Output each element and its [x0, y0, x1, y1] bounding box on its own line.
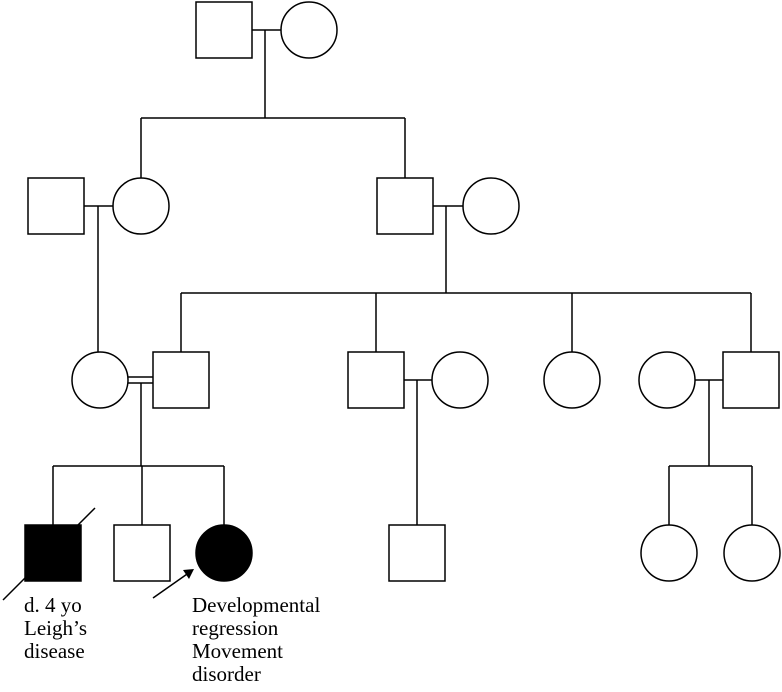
- annotation-line: disease: [24, 639, 85, 663]
- male-symbol: [376, 177, 434, 235]
- male-symbol: [722, 351, 780, 409]
- male-symbol: [195, 1, 253, 59]
- female-symbol: [462, 177, 520, 235]
- deceased-brother-annotation: d. 4 yo Leigh’s disease: [24, 594, 87, 663]
- male-symbol: [347, 351, 405, 409]
- female-symbol: [640, 524, 698, 582]
- female-symbol: [112, 177, 170, 235]
- male-symbol: [27, 177, 85, 235]
- annotation-line: Developmental: [192, 593, 321, 617]
- affected-female-symbol: [195, 524, 253, 582]
- male-symbol: [113, 524, 171, 582]
- female-symbol: [723, 524, 781, 582]
- female-symbol: [280, 1, 338, 59]
- proband-arrowhead: [183, 569, 194, 579]
- affected-male-symbol: [24, 524, 82, 582]
- female-symbol: [543, 351, 601, 409]
- male-symbol: [388, 524, 446, 582]
- female-symbol: [71, 351, 129, 409]
- proband-annotation: Developmental regression Movement disord…: [192, 594, 320, 686]
- male-symbol: [152, 351, 210, 409]
- female-symbol: [431, 351, 489, 409]
- female-symbol: [638, 351, 696, 409]
- annotation-line: Movement: [192, 639, 283, 663]
- deceased-slash: [2, 507, 96, 601]
- annotation-line: Leigh’s: [24, 616, 87, 640]
- individual-symbols: [2, 1, 781, 601]
- annotation-line: regression: [192, 616, 279, 640]
- annotation-line: d. 4 yo: [24, 593, 82, 617]
- relationship-lines: [52, 29, 753, 525]
- annotation-line: disorder: [192, 662, 261, 686]
- proband-arrow: [152, 571, 191, 599]
